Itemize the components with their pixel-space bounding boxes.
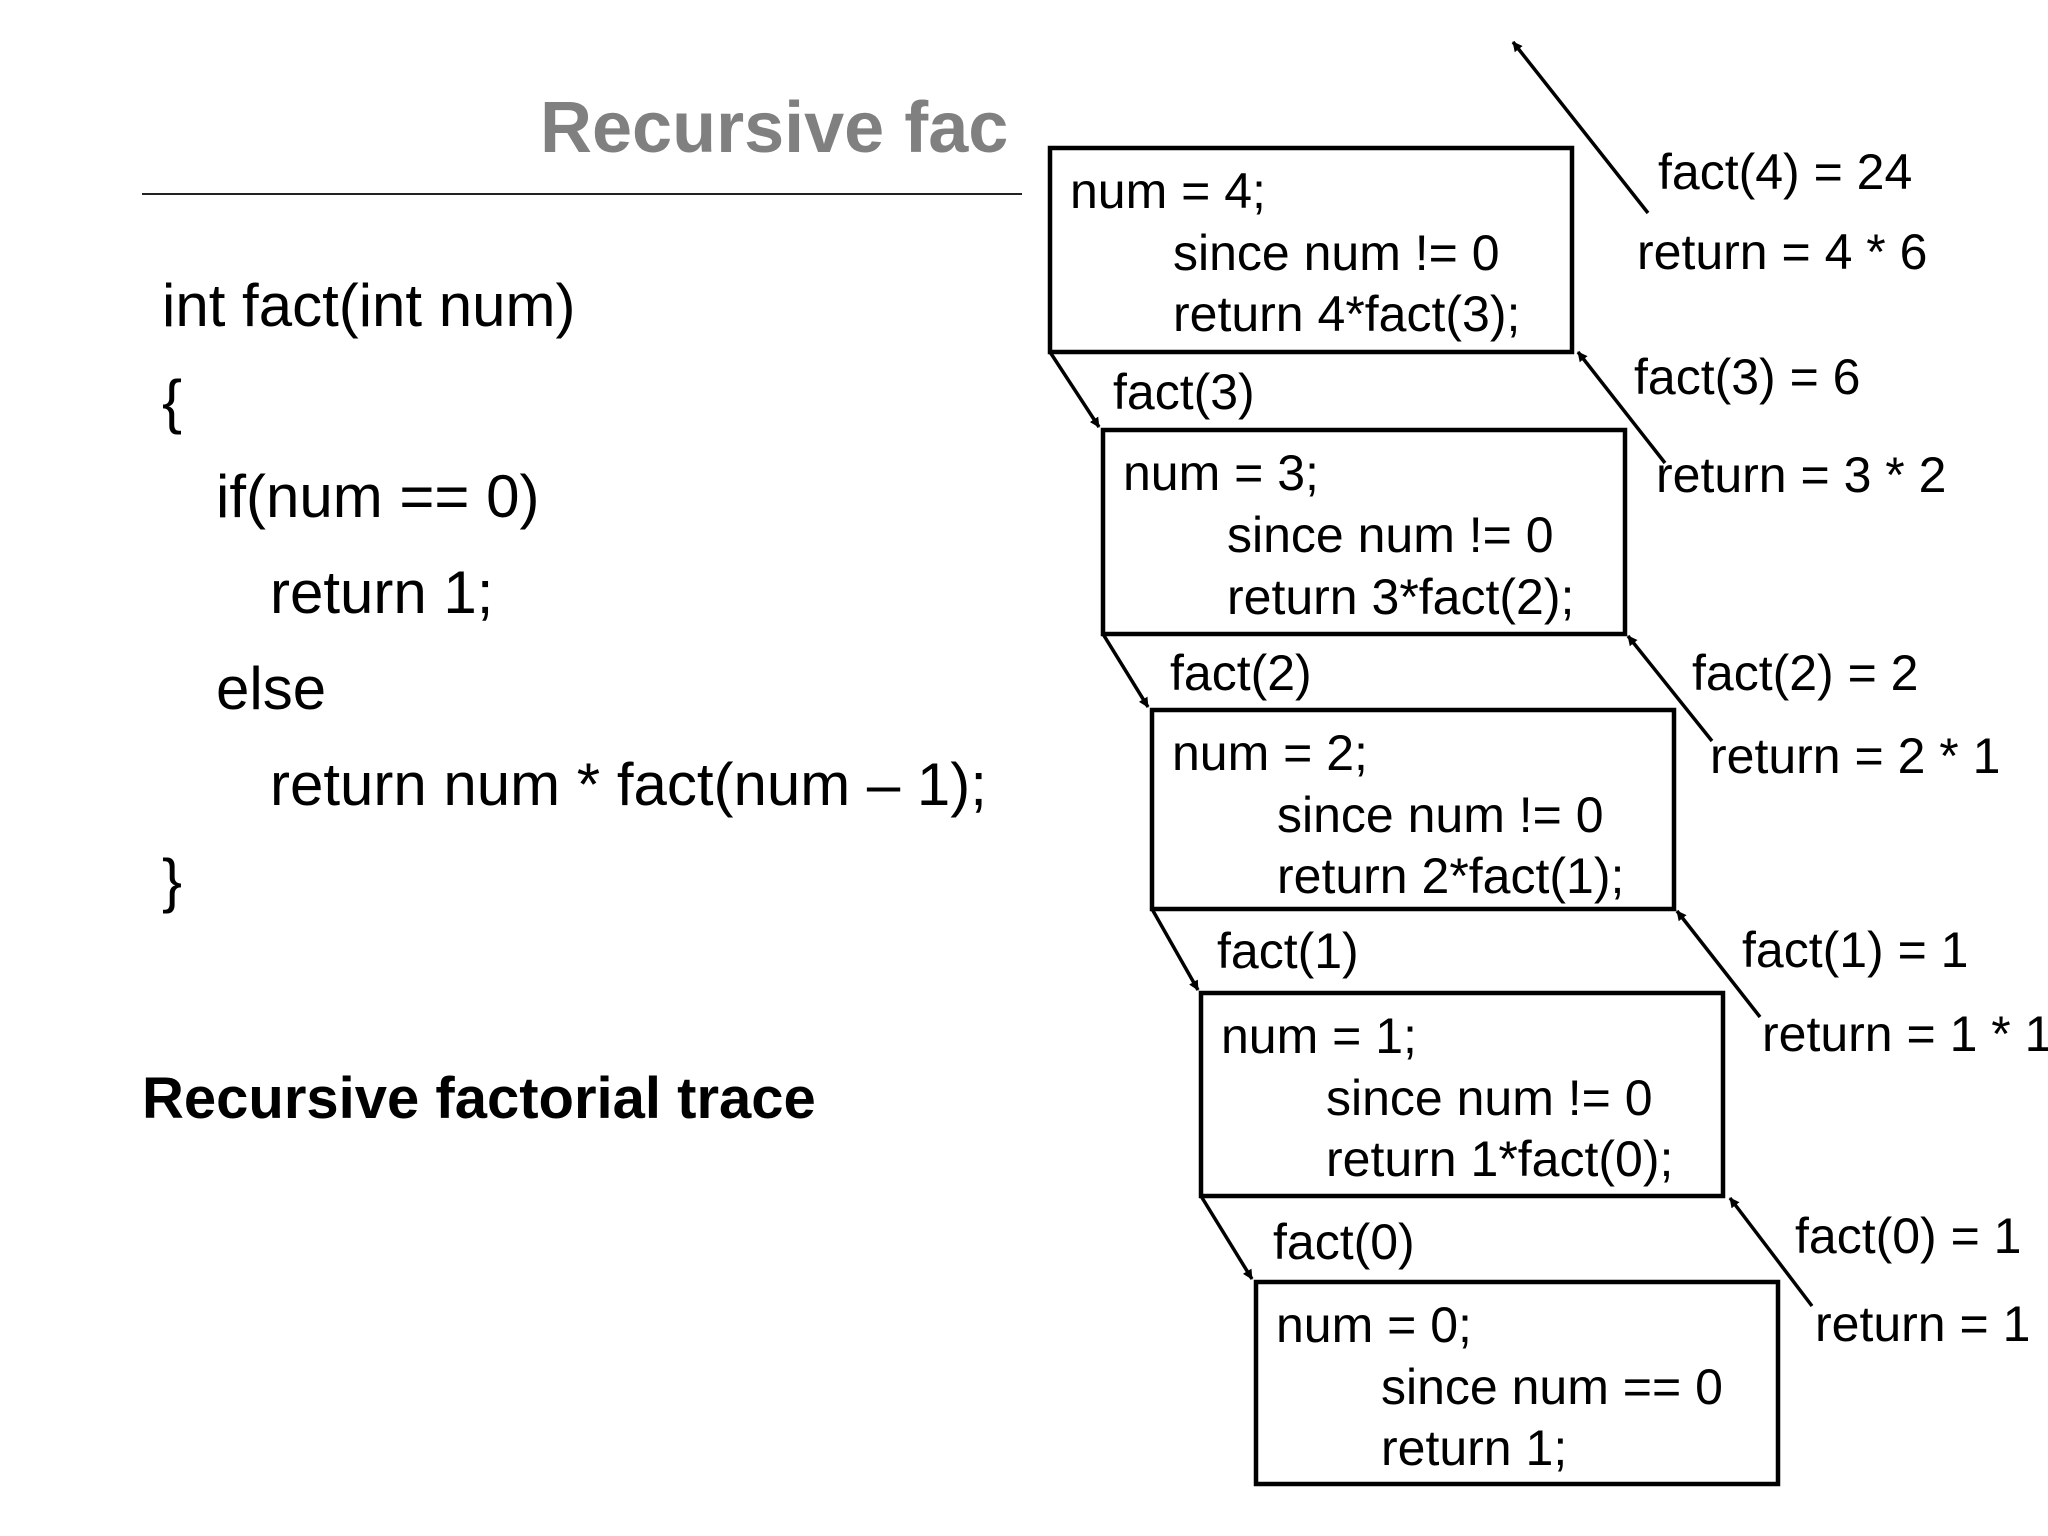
frame-line: since num == 0 bbox=[1381, 1359, 1723, 1415]
return-expression: return = 3 * 2 bbox=[1656, 447, 1946, 503]
frame-line: since num != 0 bbox=[1326, 1070, 1653, 1126]
slide-title: Recursive fac bbox=[540, 88, 1009, 168]
stack-frame-fact-2: num = 2; since num != 0 return 2*fact(1)… bbox=[1149, 707, 1677, 912]
call-arrow bbox=[1048, 351, 1101, 428]
frame-line: num = 0; bbox=[1276, 1297, 1472, 1353]
frame-box bbox=[1047, 145, 1575, 355]
frame-box bbox=[1149, 707, 1677, 912]
frame-line: num = 4; bbox=[1070, 163, 1266, 219]
call-label: fact(2) bbox=[1170, 645, 1312, 701]
frame-line: num = 2; bbox=[1172, 725, 1368, 781]
call-label: fact(3) bbox=[1113, 364, 1255, 420]
title-divider bbox=[142, 193, 1022, 195]
return-expression: return = 1 * 1 bbox=[1762, 1006, 2048, 1062]
return-arrow bbox=[1511, 40, 1650, 215]
code-line: { bbox=[162, 368, 183, 435]
code-line: if(num == 0) bbox=[216, 463, 540, 530]
code-line: } bbox=[162, 847, 183, 914]
return-expression: return = 1 bbox=[1815, 1296, 2030, 1352]
diagram-caption: Recursive factorial trace bbox=[142, 1066, 816, 1131]
return-result: fact(1) = 1 bbox=[1742, 922, 1969, 978]
call-arrow bbox=[1199, 1195, 1254, 1280]
code-line: return num * fact(num – 1); bbox=[270, 751, 987, 818]
stack-frame-fact-3: num = 3; since num != 0 return 3*fact(2)… bbox=[1100, 427, 1628, 637]
frame-line: return 1*fact(0); bbox=[1326, 1131, 1673, 1187]
frame-line: num = 3; bbox=[1123, 445, 1319, 501]
frame-line: since num != 0 bbox=[1173, 225, 1500, 281]
frame-line: return 1; bbox=[1381, 1420, 1567, 1476]
return-arrow bbox=[1576, 350, 1667, 465]
call-label: fact(0) bbox=[1273, 1214, 1415, 1270]
return-expression: return = 2 * 1 bbox=[1710, 728, 2000, 784]
return-arrow bbox=[1626, 634, 1714, 743]
frame-line: return 4*fact(3); bbox=[1173, 286, 1520, 342]
frame-line: since num != 0 bbox=[1277, 787, 1604, 843]
return-result: fact(3) = 6 bbox=[1634, 349, 1861, 405]
code-line: else bbox=[216, 655, 327, 722]
code-line: int fact(int num) bbox=[162, 272, 576, 339]
frame-box bbox=[1100, 427, 1628, 637]
frame-line: return 2*fact(1); bbox=[1277, 848, 1624, 904]
return-result: fact(4) = 24 bbox=[1658, 144, 1912, 200]
return-expression: return = 4 * 6 bbox=[1637, 224, 1927, 280]
call-arrow bbox=[1150, 908, 1200, 991]
stack-frame-fact-1: num = 1; since num != 0 return 1*fact(0)… bbox=[1198, 990, 1726, 1199]
stack-frame-fact-0: num = 0; since num == 0 return 1; bbox=[1253, 1279, 1781, 1487]
frame-line: num = 1; bbox=[1221, 1008, 1417, 1064]
call-arrow bbox=[1101, 633, 1150, 708]
frame-line: return 3*fact(2); bbox=[1227, 569, 1574, 625]
return-result: fact(2) = 2 bbox=[1692, 645, 1919, 701]
return-arrow bbox=[1728, 1196, 1814, 1308]
frame-line: since num != 0 bbox=[1227, 507, 1554, 563]
stack-frame-fact-4: num = 4; since num != 0 return 4*fact(3)… bbox=[1047, 145, 1575, 355]
frame-box bbox=[1253, 1279, 1781, 1487]
return-arrow bbox=[1675, 909, 1762, 1019]
code-line: return 1; bbox=[270, 559, 494, 626]
call-label: fact(1) bbox=[1217, 923, 1359, 979]
frame-box bbox=[1198, 990, 1726, 1199]
return-result: fact(0) = 1 bbox=[1795, 1208, 2022, 1264]
